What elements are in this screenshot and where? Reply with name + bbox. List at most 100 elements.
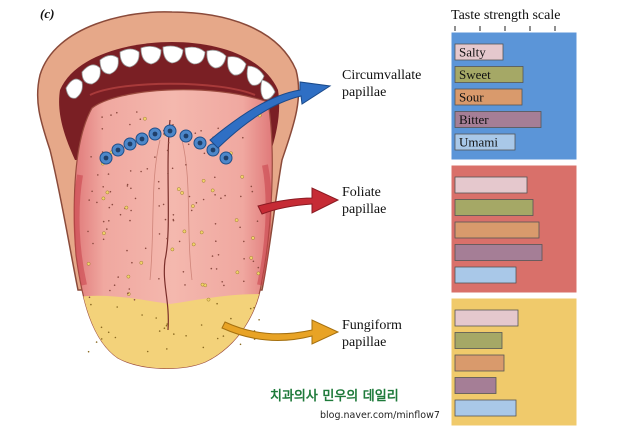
fungiform-dot	[86, 261, 91, 266]
bar-foliate-sour	[454, 221, 540, 239]
texture-dot	[214, 194, 216, 196]
texture-dot	[249, 307, 252, 310]
texture-dot	[158, 233, 161, 235]
fungiform-label-line2: papillae	[342, 335, 386, 350]
texture-dot	[165, 324, 168, 327]
fungiform-dot	[235, 270, 240, 275]
fungiform-dot	[201, 178, 206, 183]
texture-dot	[97, 174, 99, 176]
bar-foliate-bitter	[454, 244, 543, 261]
bar-fungiform-umami	[454, 399, 517, 417]
texture-dot	[162, 203, 165, 206]
bar-foliate-salty	[454, 176, 528, 194]
fungiform-dot	[101, 196, 106, 201]
texture-dot	[178, 240, 181, 243]
texture-dot	[257, 266, 260, 269]
watermark-url: blog.naver.com/minflow7	[320, 410, 440, 421]
bar-circumvallate-umami	[454, 133, 516, 151]
texture-dot	[158, 187, 160, 190]
circumvallate-label-line1: Circumvallate	[342, 68, 421, 83]
taste-label-sour: Sour	[459, 90, 484, 105]
texture-dot	[106, 228, 108, 230]
texture-dot	[258, 319, 260, 321]
texture-dot	[129, 123, 131, 126]
texture-dot	[130, 187, 132, 190]
fungiform-dot	[105, 190, 110, 195]
taste-label-salty: Salty	[459, 45, 486, 60]
fungiform-dot	[256, 271, 261, 276]
texture-dot	[253, 306, 255, 309]
texture-dot	[102, 238, 105, 241]
texture-dot	[242, 136, 244, 139]
texture-dot	[200, 130, 202, 132]
taste-label-sweet: Sweet	[459, 67, 491, 82]
texture-dot	[119, 213, 122, 216]
fungiform-dot	[170, 247, 175, 252]
upper-teeth	[65, 45, 276, 100]
texture-dot	[243, 240, 245, 243]
texture-dot	[110, 114, 112, 116]
texture-dot	[190, 209, 193, 212]
texture-dot	[111, 203, 114, 206]
fungiform-dot	[180, 191, 184, 195]
foliate-arrow	[257, 187, 340, 215]
texture-dot	[216, 337, 219, 340]
texture-dot	[211, 255, 214, 257]
circumvallate-papilla-center	[183, 133, 189, 139]
texture-dot	[136, 111, 138, 113]
texture-dot	[203, 152, 206, 155]
texture-dot	[224, 194, 226, 197]
texture-dot	[158, 278, 160, 280]
fungiform-dot	[139, 260, 144, 265]
texture-dot	[240, 195, 242, 198]
taste-label-bitter: Bitter	[459, 112, 489, 127]
fungiform-dot	[126, 274, 131, 279]
texture-dot	[194, 132, 197, 134]
texture-dot	[126, 185, 129, 187]
texture-dot	[139, 118, 142, 120]
circumvallate-arrow	[209, 81, 332, 149]
texture-dot	[239, 226, 241, 229]
texture-dot	[126, 183, 129, 186]
median-sulcus	[163, 119, 171, 331]
texture-dot	[230, 317, 232, 320]
texture-dot	[158, 205, 160, 207]
circumvallate-papilla-center	[210, 147, 216, 153]
tongue-tip-region	[74, 294, 273, 369]
watermark-korean: 치과의사 민우의 데일리	[270, 388, 399, 404]
texture-dot	[216, 302, 218, 305]
texture-dot	[140, 170, 142, 173]
texture-dot	[173, 333, 175, 335]
texture-dot	[185, 164, 187, 166]
texture-dot	[101, 128, 104, 130]
texture-dot	[107, 173, 110, 175]
texture-dot	[256, 220, 259, 222]
circumvallate-label-line2: papillae	[342, 85, 386, 100]
texture-dot	[220, 197, 222, 199]
texture-dot	[166, 323, 168, 325]
texture-dot	[217, 127, 219, 130]
texture-dot	[109, 289, 111, 292]
circumvallate-papilla-center	[152, 131, 158, 137]
texture-dot	[202, 346, 205, 349]
texture-dot	[223, 284, 225, 287]
texture-dot	[164, 218, 167, 221]
texture-dot	[154, 156, 156, 158]
texture-dot	[158, 330, 161, 332]
texture-dot	[116, 111, 118, 114]
fungiform-dot	[240, 174, 244, 179]
texture-dot	[171, 167, 174, 170]
texture-dot	[155, 317, 157, 319]
texture-dot	[215, 268, 218, 270]
texture-dot	[144, 247, 147, 250]
texture-dot	[251, 190, 254, 193]
texture-dot	[184, 284, 186, 286]
bar-fungiform-sweet	[454, 332, 503, 349]
texture-dot	[91, 190, 93, 193]
bar-circumvallate-sour	[454, 88, 523, 106]
circumvallate-papilla-center	[167, 128, 173, 134]
texture-dot	[210, 267, 213, 270]
texture-dot	[90, 156, 92, 158]
